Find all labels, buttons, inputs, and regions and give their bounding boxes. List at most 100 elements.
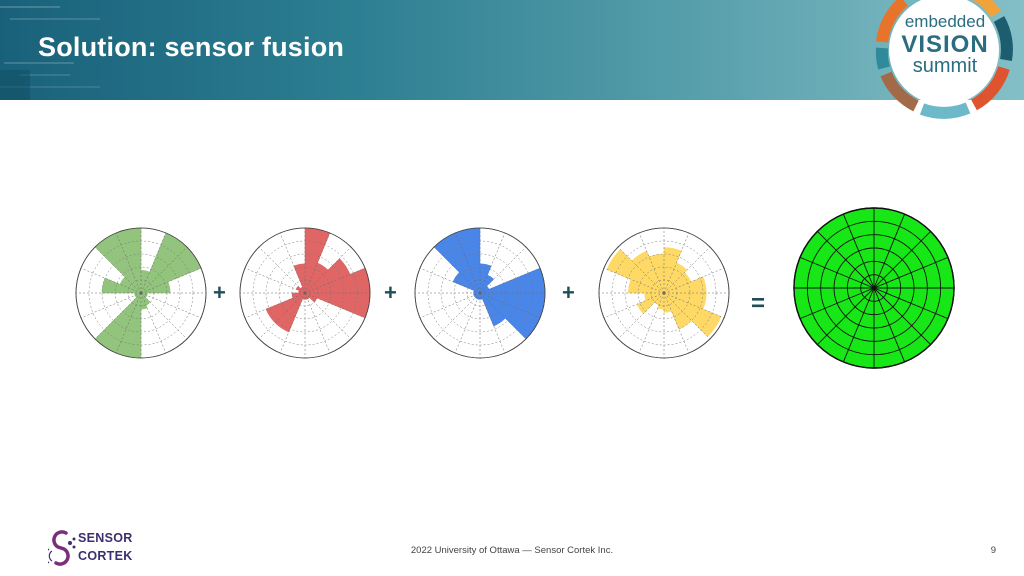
- polar-grid-spoke: [140, 246, 188, 294]
- polar-grid-spoke: [663, 267, 725, 294]
- polar-wedge-fused: [794, 288, 874, 319]
- polar-grid-spoke: [115, 232, 142, 294]
- polar-grid-ring: [624, 253, 704, 333]
- polar-grid-spoke: [80, 292, 142, 319]
- polar-outer-ring: [793, 207, 955, 369]
- plus-operator-2: +: [384, 280, 397, 305]
- polar-wedge-fused: [843, 208, 874, 288]
- polar-grid-spoke: [140, 232, 167, 294]
- polar-wedge-blue: [479, 274, 495, 294]
- polar-grid-spoke: [479, 232, 506, 294]
- polar-wedge-fused: [843, 288, 874, 368]
- polar-grid-spoke: [873, 256, 949, 289]
- polar-grid-spoke: [454, 232, 481, 294]
- polar-wedge-fused: [874, 214, 931, 288]
- polar-grid-spoke: [799, 287, 875, 320]
- header-pattern: [0, 6, 100, 100]
- polar-grid-spoke: [279, 232, 306, 294]
- polar-wedge-fused: [874, 288, 954, 319]
- polar-grid-spoke: [817, 287, 875, 345]
- polar-grid-spoke: [873, 287, 949, 320]
- polar-grid-spoke: [873, 231, 931, 289]
- polar-wedge-fused: [874, 288, 948, 345]
- polar-grid-spoke: [663, 292, 711, 340]
- polar-chart-green: [75, 227, 207, 359]
- polar-grid-spoke: [304, 267, 366, 294]
- polar-grid-spoke: [140, 292, 202, 319]
- polar-grid-ring: [101, 253, 181, 333]
- polar-outer-ring: [75, 227, 207, 359]
- polar-grid-spoke: [479, 292, 541, 319]
- polar-grid-spoke: [80, 267, 142, 294]
- polar-wedge-fused: [874, 208, 905, 288]
- brand-sensor-text: SENSOR: [78, 531, 133, 545]
- polar-wedge-fused: [817, 214, 874, 288]
- polar-grid-spoke: [479, 292, 527, 340]
- polar-grid-spoke: [244, 292, 306, 319]
- polar-grid-spoke: [617, 292, 665, 340]
- polar-grid-spoke: [140, 267, 202, 294]
- polar-grid-spoke: [663, 246, 711, 294]
- polar-grid-spoke: [419, 292, 481, 319]
- polar-grid-spoke: [140, 292, 167, 354]
- polar-grid-spoke: [304, 246, 352, 294]
- polar-grid-spoke: [873, 213, 906, 289]
- polar-grid-spoke: [603, 292, 665, 319]
- polar-wedge-fused: [874, 288, 905, 368]
- logo-ring: [875, 0, 1013, 119]
- polar-wedge-fused: [874, 231, 948, 288]
- plus-operator-1: +: [213, 280, 226, 305]
- polar-outer-ring: [414, 227, 546, 359]
- polar-grid-spoke: [140, 292, 188, 340]
- polar-grid-spoke: [258, 292, 306, 340]
- polar-chart-yellow: [598, 227, 730, 359]
- polar-grid-spoke: [94, 246, 142, 294]
- polar-wedge-fused: [817, 288, 874, 362]
- polar-grid-spoke: [873, 287, 931, 345]
- logo-text-vision: VISION: [901, 31, 989, 58]
- polar-outer-ring: [598, 227, 730, 359]
- polar-grid-spoke: [663, 232, 690, 294]
- polar-grid-spoke: [479, 292, 506, 354]
- polar-grid-spoke: [433, 246, 481, 294]
- polar-wedge-fused: [794, 257, 874, 288]
- polar-grid-spoke: [304, 292, 352, 340]
- polar-grid-spoke: [94, 292, 142, 340]
- sensor-cortek-icon: [45, 530, 76, 566]
- polar-grid-spoke: [304, 232, 331, 294]
- polar-grid-spoke: [603, 267, 665, 294]
- polar-wedge-fused: [800, 231, 874, 288]
- polar-grid-spoke: [638, 292, 665, 354]
- polar-chart-red: [239, 227, 371, 359]
- polar-chart-blue: [414, 227, 546, 359]
- footer-copyright: 2022 University of Ottawa — Sensor Corte…: [410, 545, 614, 556]
- polar-outer-ring: [239, 227, 371, 359]
- sensor-cortek-logo: SENSOR CORTEK: [45, 527, 148, 569]
- polar-grid-spoke: [419, 267, 481, 294]
- polar-wedge-red: [265, 292, 306, 324]
- slide-header: Solution: sensor fusion: [0, 0, 1024, 100]
- polar-grid-spoke: [279, 292, 306, 354]
- polar-grid-spoke: [663, 292, 690, 354]
- polar-grid-spoke: [115, 292, 142, 354]
- polar-grid-spoke: [873, 287, 906, 363]
- polar-grid-spoke: [454, 292, 481, 354]
- polar-grid-spoke: [479, 267, 541, 294]
- polar-grid-spoke: [842, 287, 875, 363]
- polar-chart-fused: [793, 207, 955, 369]
- polar-grid-spoke: [304, 292, 331, 354]
- polar-wedge-blue: [479, 292, 506, 327]
- logo-text-summit: summit: [912, 55, 978, 77]
- polar-grid-spoke: [817, 231, 875, 289]
- polar-grid-spoke: [617, 246, 665, 294]
- polar-grid-spoke: [244, 267, 306, 294]
- logo-text-embedded: embedded: [904, 12, 986, 31]
- polar-wedge-fused: [874, 257, 954, 288]
- polar-grid-spoke: [304, 292, 366, 319]
- polar-wedge-fused: [800, 288, 874, 345]
- page-number: 9: [990, 545, 996, 556]
- polar-grid-spoke: [842, 213, 875, 289]
- page-title: Solution: sensor fusion: [38, 32, 345, 62]
- embedded-vision-summit-logo: embedded VISION summit: [866, 0, 1024, 122]
- polar-grid-spoke: [258, 246, 306, 294]
